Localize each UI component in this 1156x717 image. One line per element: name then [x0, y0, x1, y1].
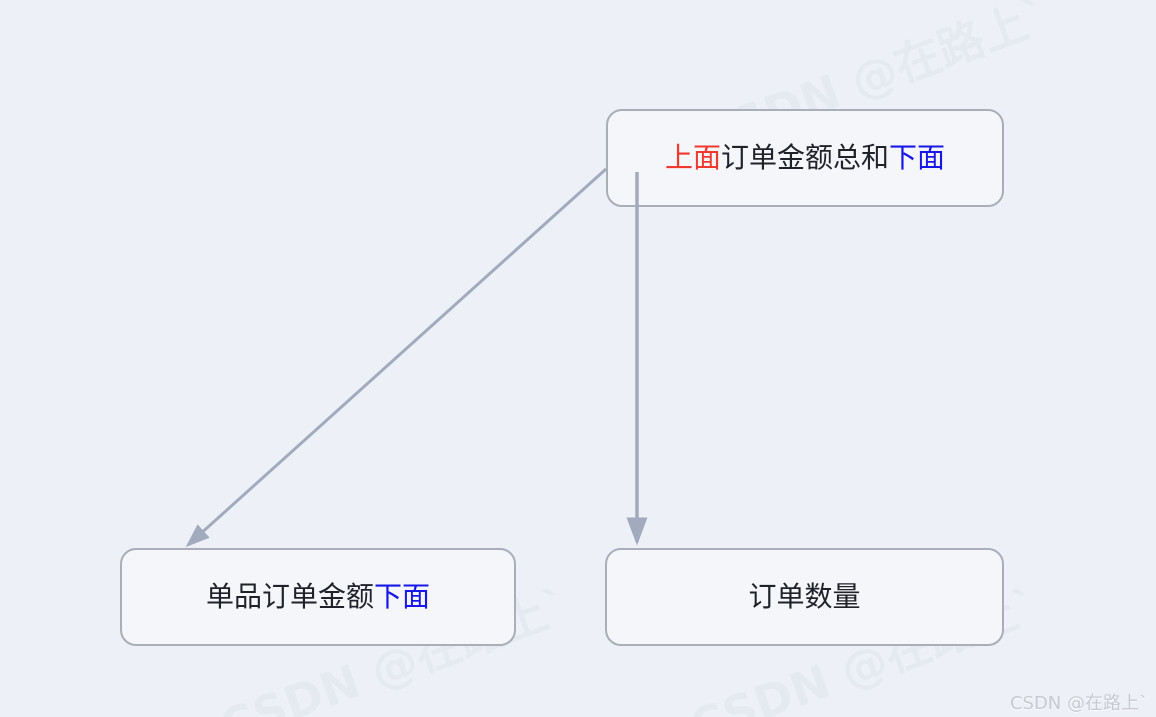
node-label-segment: 上面: [664, 141, 721, 175]
node-label-segment: 订单数量: [748, 580, 861, 614]
node-item-order-amount: 单品订单金额下面: [120, 548, 516, 646]
node-order-amount-sum: 上面订单金额总和下面: [606, 109, 1004, 207]
node-order-quantity: 订单数量: [605, 548, 1004, 646]
node-label-segment: 下面: [374, 580, 431, 614]
node-label-segment: 订单金额总和: [720, 141, 889, 175]
edge-top-to-bottom-left: [185, 167, 608, 548]
node-label-segment: 下面: [889, 141, 946, 175]
csdn-watermark: CSDN @在路上`: [1009, 693, 1148, 714]
node-label-segment: 单品订单金额: [205, 580, 374, 614]
